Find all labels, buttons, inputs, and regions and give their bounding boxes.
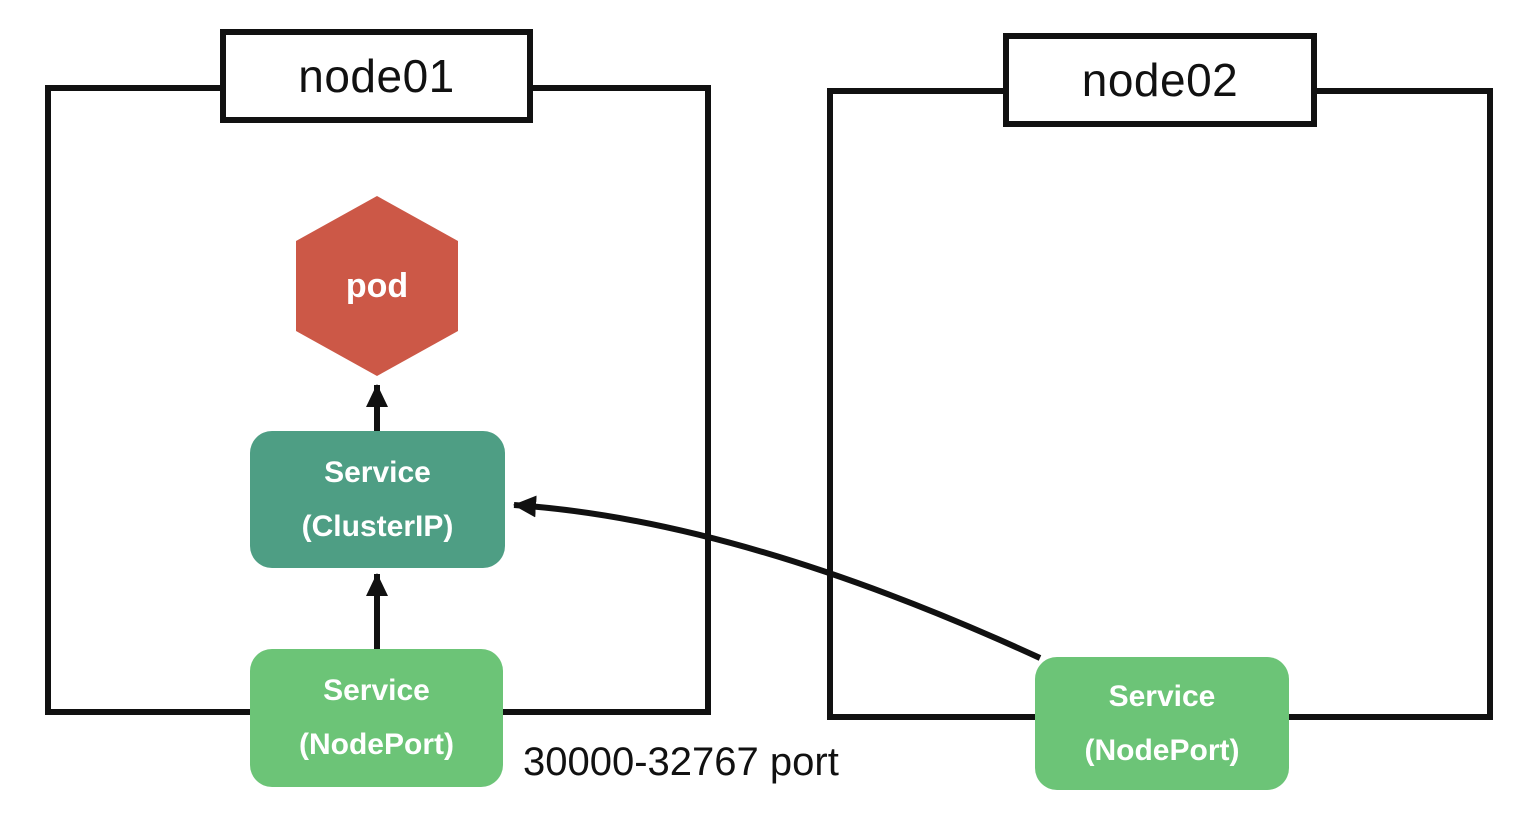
service-nodeport-node01-line1: Service — [323, 674, 430, 707]
pod-hexagon-icon — [296, 196, 458, 376]
node01-title: node01 — [298, 50, 455, 102]
node02-title-box: node02 — [1003, 33, 1317, 127]
port-range-label: 30000-32767 port — [523, 740, 839, 784]
service-nodeport-node02-line1: Service — [1108, 679, 1216, 713]
pod-hexagon-shape — [296, 196, 458, 376]
pod-label-text: pod — [345, 266, 409, 305]
service-nodeport-node01-box: Service (NodePort) — [250, 649, 503, 787]
service-clusterip-box: Service (ClusterIP) — [250, 431, 505, 568]
arrow-nodeport2-to-clusterip — [513, 495, 1042, 661]
pod-label: pod — [296, 196, 458, 376]
service-nodeport-node02-box: Service (NodePort) — [1035, 657, 1289, 790]
node02-title: node02 — [1081, 54, 1239, 106]
node01-title-box: node01 — [220, 29, 533, 123]
service-clusterip-line2: (ClusterIP) — [301, 509, 454, 543]
service-clusterip-line1: Service — [324, 455, 431, 489]
service-nodeport-node02-line2: (NodePort) — [1084, 733, 1240, 767]
service-nodeport-node01-line2: (NodePort) — [299, 728, 454, 761]
